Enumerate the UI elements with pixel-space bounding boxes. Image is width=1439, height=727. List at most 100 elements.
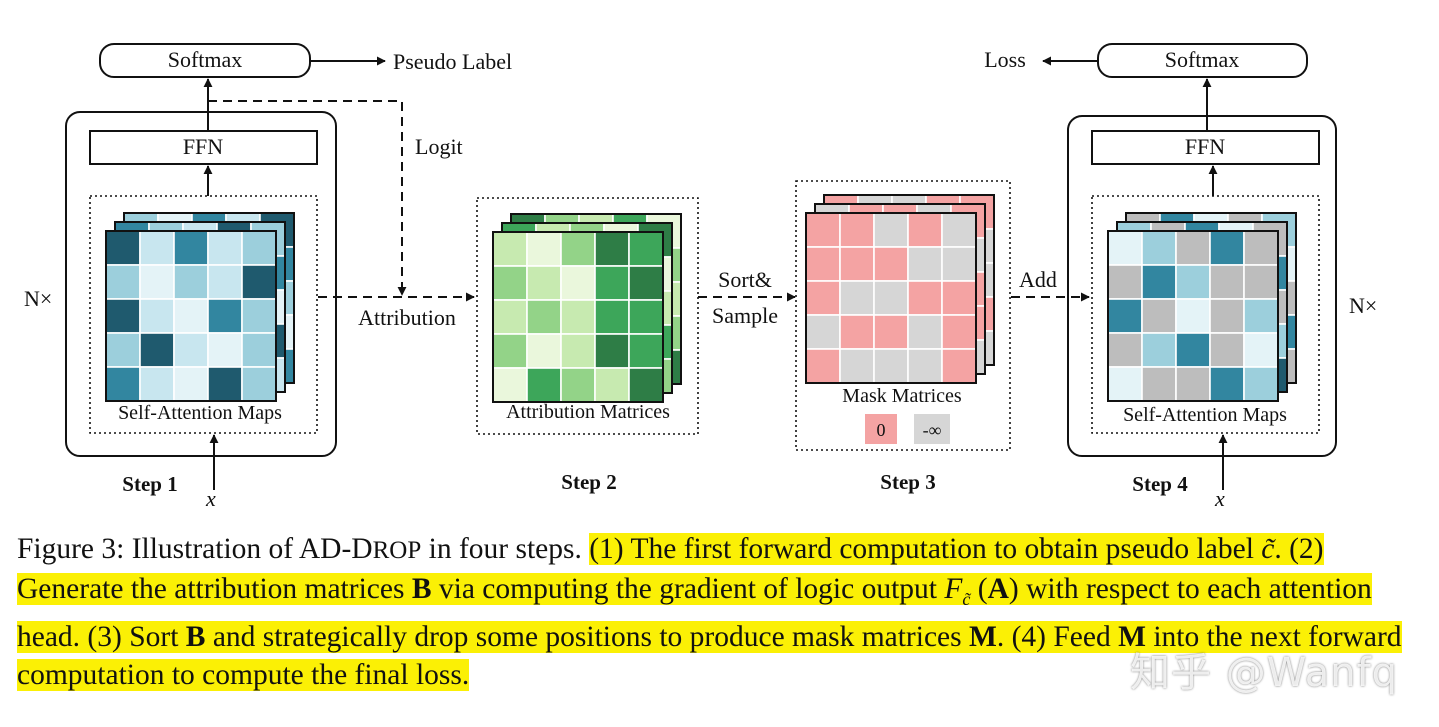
matrix-cell	[839, 314, 875, 350]
caption-c-tilde: c̃	[1261, 533, 1275, 565]
matrix-cell	[594, 333, 630, 369]
caption-F: F	[944, 573, 963, 605]
matrix-layer	[805, 212, 977, 384]
matrix-cell	[907, 280, 943, 316]
matrix-cell	[105, 366, 141, 402]
matrix-cell	[173, 298, 209, 334]
matrix-cell	[1209, 264, 1245, 300]
matrix-cell	[1175, 366, 1211, 402]
matrix-cell	[628, 333, 664, 369]
caption-step4b: into the next forward computation to com…	[17, 620, 1402, 691]
matrix-cell	[560, 367, 596, 403]
matrix-cell	[1107, 366, 1143, 402]
matrix-cell	[241, 230, 277, 266]
matrix-cell	[594, 231, 630, 267]
matrix-cell	[907, 348, 943, 384]
caption-A: A	[987, 573, 1009, 605]
step2-attribution-matrices	[492, 213, 682, 403]
matrix-border	[1107, 230, 1279, 402]
matrix-cell	[1141, 230, 1177, 266]
matrix-cell	[241, 264, 277, 300]
step1-ffn-box	[89, 130, 318, 165]
matrix-cell	[1107, 298, 1143, 334]
step4-ffn-label: FFN	[1185, 134, 1225, 159]
matrix-cell	[173, 366, 209, 402]
step4-maps-dotted-frame	[1091, 195, 1320, 434]
sample-label: Sample	[712, 303, 778, 328]
matrix-cell	[492, 333, 528, 369]
matrix-border	[492, 231, 664, 403]
caption-paren: (	[970, 573, 988, 605]
add-label: Add	[1019, 267, 1057, 292]
caption-step4: . (4) Feed	[996, 620, 1119, 653]
legend-zero-swatch	[865, 414, 897, 444]
matrix-cell	[873, 246, 909, 282]
matrix-cell	[805, 212, 841, 248]
matrix-cell	[492, 299, 528, 335]
caption-step2: . (2) Generate the attribution matrices	[17, 533, 1324, 605]
matrix-cell	[173, 230, 209, 266]
matrix-cell	[241, 366, 277, 402]
matrix-cell	[1175, 298, 1211, 334]
matrix-cell	[805, 314, 841, 350]
caption-after-drop: in four steps.	[421, 533, 590, 565]
step2-title: Step 2	[561, 470, 616, 494]
step1-maps-label: Self-Attention Maps	[118, 402, 282, 424]
matrix-cell	[105, 332, 141, 368]
matrix-cell	[839, 212, 875, 248]
matrix-cell	[873, 212, 909, 248]
matrix-cell	[873, 280, 909, 316]
matrix-cell	[1243, 332, 1279, 368]
step3-title: Step 3	[880, 470, 935, 494]
matrix-cell	[839, 348, 875, 384]
matrix-cell	[839, 280, 875, 316]
matrix-cell	[1243, 264, 1279, 300]
matrix-cell	[139, 230, 175, 266]
matrix-cell	[139, 298, 175, 334]
matrix-cell	[1243, 230, 1279, 266]
logit-dashed-path	[208, 100, 407, 296]
step4-masked-attention-maps	[1107, 212, 1297, 402]
matrix-cell	[560, 333, 596, 369]
caption-drop-rest: ROP	[372, 537, 422, 564]
matrix-cell	[628, 299, 664, 335]
matrix-cell	[1141, 264, 1177, 300]
step1-softmax-label: Softmax	[168, 47, 243, 72]
matrix-cell	[941, 246, 977, 282]
matrix-cell	[628, 231, 664, 267]
matrix-cell	[628, 367, 664, 403]
matrix-cell	[560, 299, 596, 335]
caption-step3b: and strategically drop some positions to…	[205, 620, 969, 653]
matrix-layer	[1107, 230, 1279, 402]
matrix-cell	[560, 231, 596, 267]
matrix-cell	[941, 348, 977, 384]
matrix-border	[805, 212, 977, 384]
caption-M: M	[969, 620, 997, 653]
matrix-cell	[907, 314, 943, 350]
matrix-layer	[105, 230, 277, 402]
matrix-cell	[805, 348, 841, 384]
matrix-cell	[941, 314, 977, 350]
step1-title: Step 1	[122, 472, 177, 496]
step1-x: x	[205, 486, 216, 511]
caption-step1: (1) The first forward computation to obt…	[589, 533, 1262, 565]
caption-step3: ) with respect to each attention head. (…	[17, 573, 1372, 653]
matrix-cell	[941, 280, 977, 316]
matrix-cell	[526, 231, 562, 267]
ad-drop-figure: Softmax Pseudo Label FFN Self-Attention …	[24, 43, 1377, 511]
matrix-cell	[241, 332, 277, 368]
matrix-cell	[1141, 366, 1177, 402]
matrix-cell	[1107, 332, 1143, 368]
matrix-cell	[207, 298, 243, 334]
step1-encoder-box	[65, 111, 337, 457]
matrix-cell	[907, 246, 943, 282]
matrix-cell	[492, 367, 528, 403]
matrix-cell	[1209, 332, 1245, 368]
caption-step2b: via computing the gradient of logic outp…	[431, 573, 945, 605]
step4-title: Step 4	[1132, 472, 1188, 496]
legend-neg-inf-swatch	[914, 414, 950, 444]
matrix-cell	[207, 230, 243, 266]
matrix-cell	[492, 231, 528, 267]
matrix-cell	[1175, 332, 1211, 368]
matrix-cell	[526, 299, 562, 335]
